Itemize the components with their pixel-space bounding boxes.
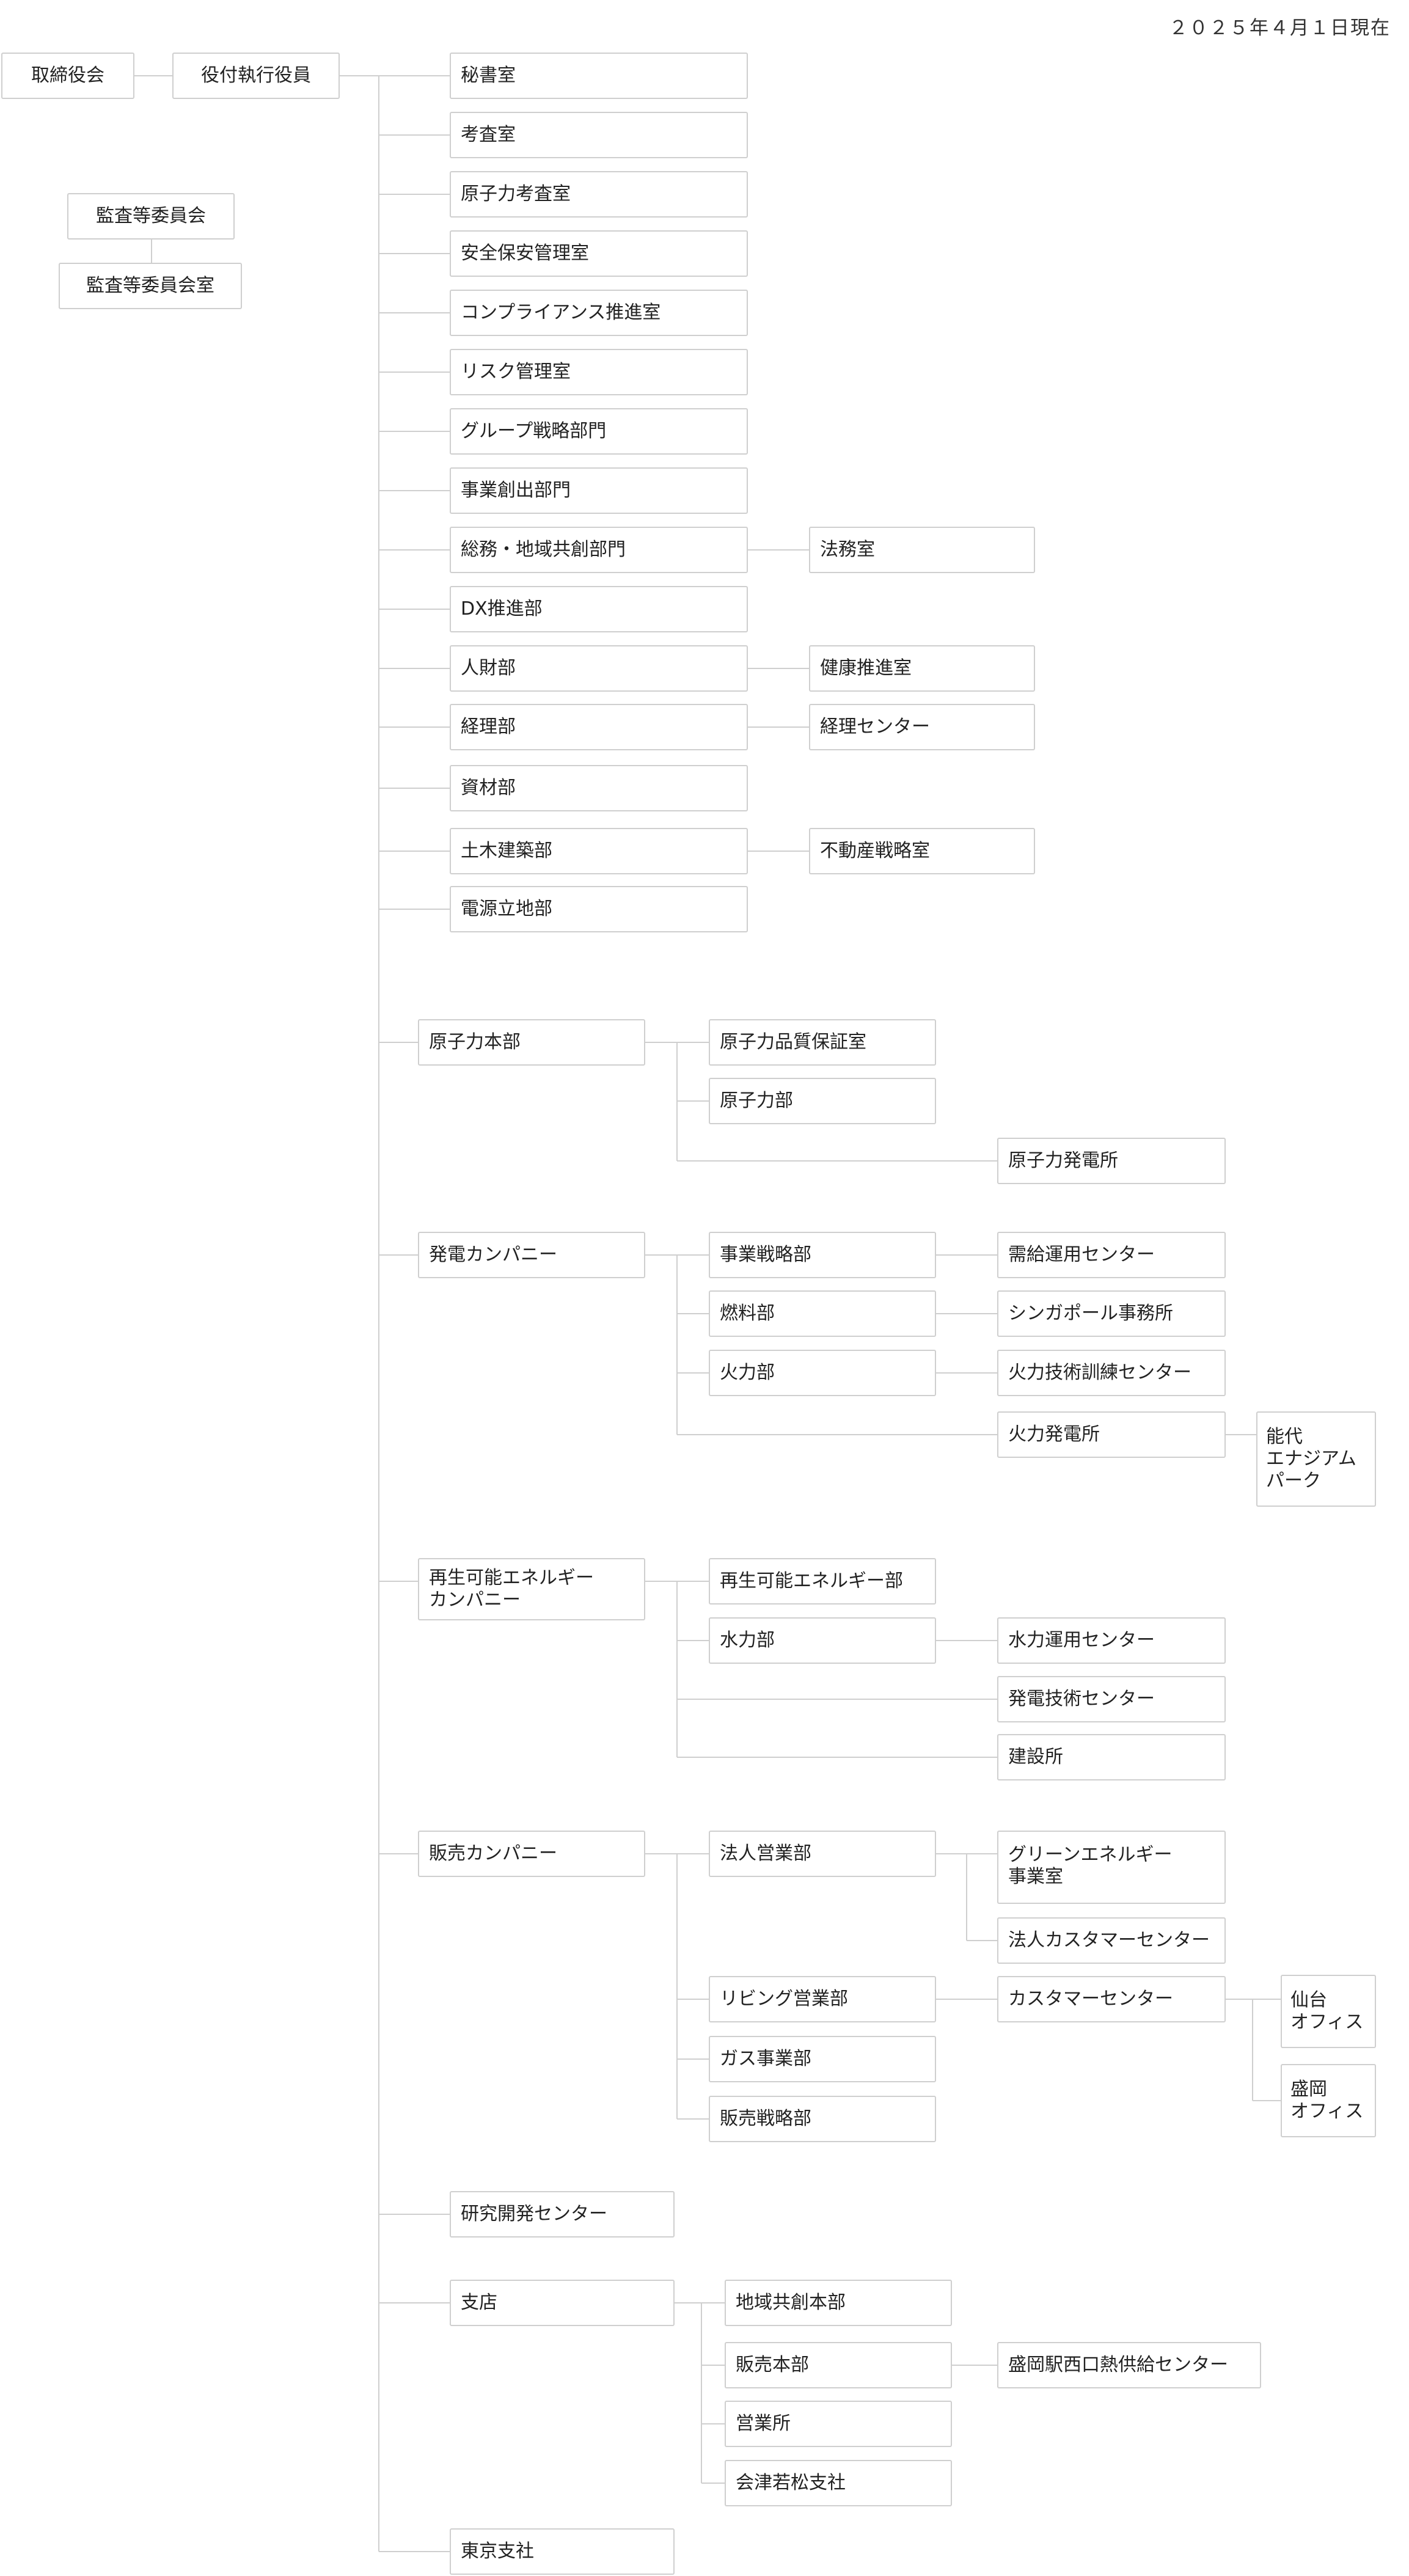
nuclear-audit-office-box: 原子力考査室 [450, 171, 748, 218]
business-creation-division-box: 事業創出部門 [450, 467, 748, 514]
civil-engineering-dept-box: 土木建築部 [450, 828, 748, 874]
audit-committee-office-box: 監査等委員会室 [59, 263, 242, 309]
risk-management-office-box: リスク管理室 [450, 349, 748, 395]
secretary-office-box: 秘書室 [450, 53, 748, 99]
materials-dept-box: 資材部 [450, 765, 748, 811]
green-energy-office-box: グリーンエネルギー 事業室 [997, 1831, 1226, 1904]
thermal-power-dept-box: 火力部 [709, 1350, 936, 1396]
audit-committee-box: 監査等委員会 [67, 193, 235, 240]
audit-office-box: 考査室 [450, 112, 748, 158]
sales-hq-box: 販売本部 [725, 2342, 952, 2388]
gas-business-dept-box: ガス事業部 [709, 2036, 936, 2082]
power-siting-dept-box: 電源立地部 [450, 886, 748, 932]
hr-dept-box: 人財部 [450, 645, 748, 692]
noshiro-energium-park-box: 能代 エナジアム パーク [1256, 1411, 1376, 1507]
rnd-center-box: 研究開発センター [450, 2191, 675, 2238]
construction-office-box: 建設所 [997, 1734, 1226, 1780]
board-of-directors-box: 取締役会 [1, 53, 134, 99]
security-management-office-box: 安全保安管理室 [450, 230, 748, 277]
fuel-dept-box: 燃料部 [709, 1290, 936, 1337]
legal-office-box: 法務室 [809, 527, 1035, 573]
group-strategy-division-box: グループ戦略部門 [450, 408, 748, 455]
renewable-company-box: 再生可能エネルギー カンパニー [418, 1558, 645, 1620]
nuclear-quality-office-box: 原子力品質保証室 [709, 1019, 936, 1066]
corporate-customer-center-box: 法人カスタマーセンター [997, 1917, 1226, 1964]
as-of-date: ２０２５年４月１日現在 [1169, 17, 1391, 39]
sales-company-box: 販売カンパニー [418, 1831, 645, 1877]
tokyo-branch-box: 東京支社 [450, 2528, 675, 2575]
branch-box: 支店 [450, 2280, 675, 2326]
accounting-center-box: 経理センター [809, 704, 1035, 750]
living-sales-dept-box: リビング営業部 [709, 1976, 936, 2022]
morioka-heat-supply-center-box: 盛岡駅西口熱供給センター [997, 2342, 1261, 2388]
compliance-office-box: コンプライアンス推進室 [450, 290, 748, 336]
corporate-sales-dept-box: 法人営業部 [709, 1831, 936, 1877]
general-affairs-division-box: 総務・地域共創部門 [450, 527, 748, 573]
accounting-dept-box: 経理部 [450, 704, 748, 750]
sales-office-box: 営業所 [725, 2401, 952, 2447]
regional-cocreation-hq-box: 地域共創本部 [725, 2280, 952, 2326]
generation-company-box: 発電カンパニー [418, 1232, 645, 1278]
renewable-dept-box: 再生可能エネルギー部 [709, 1558, 936, 1605]
generation-tech-center-box: 発電技術センター [997, 1676, 1226, 1722]
aizuwakamatsu-branch-box: 会津若松支社 [725, 2460, 952, 2506]
nuclear-hq-box: 原子力本部 [418, 1019, 645, 1066]
business-strategy-dept-box: 事業戦略部 [709, 1232, 936, 1278]
health-promotion-office-box: 健康推進室 [809, 645, 1035, 692]
supply-operation-center-box: 需給運用センター [997, 1232, 1226, 1278]
thermal-training-center-box: 火力技術訓練センター [997, 1350, 1226, 1396]
real-estate-strategy-office-box: 不動産戦略室 [809, 828, 1035, 874]
customer-center-box: カスタマーセンター [997, 1976, 1226, 2022]
thermal-power-plant-box: 火力発電所 [997, 1411, 1226, 1458]
hydro-dept-box: 水力部 [709, 1617, 936, 1664]
executive-officers-box: 役付執行役員 [172, 53, 340, 99]
sales-strategy-dept-box: 販売戦略部 [709, 2096, 936, 2142]
hydro-operation-center-box: 水力運用センター [997, 1617, 1226, 1664]
nuclear-power-plant-box: 原子力発電所 [997, 1138, 1226, 1184]
singapore-office-box: シンガポール事務所 [997, 1290, 1226, 1337]
dx-promotion-dept-box: DX推進部 [450, 586, 748, 632]
nuclear-dept-box: 原子力部 [709, 1078, 936, 1124]
sendai-office-box: 仙台 オフィス [1281, 1975, 1376, 2048]
morioka-office-box: 盛岡 オフィス [1281, 2064, 1376, 2137]
